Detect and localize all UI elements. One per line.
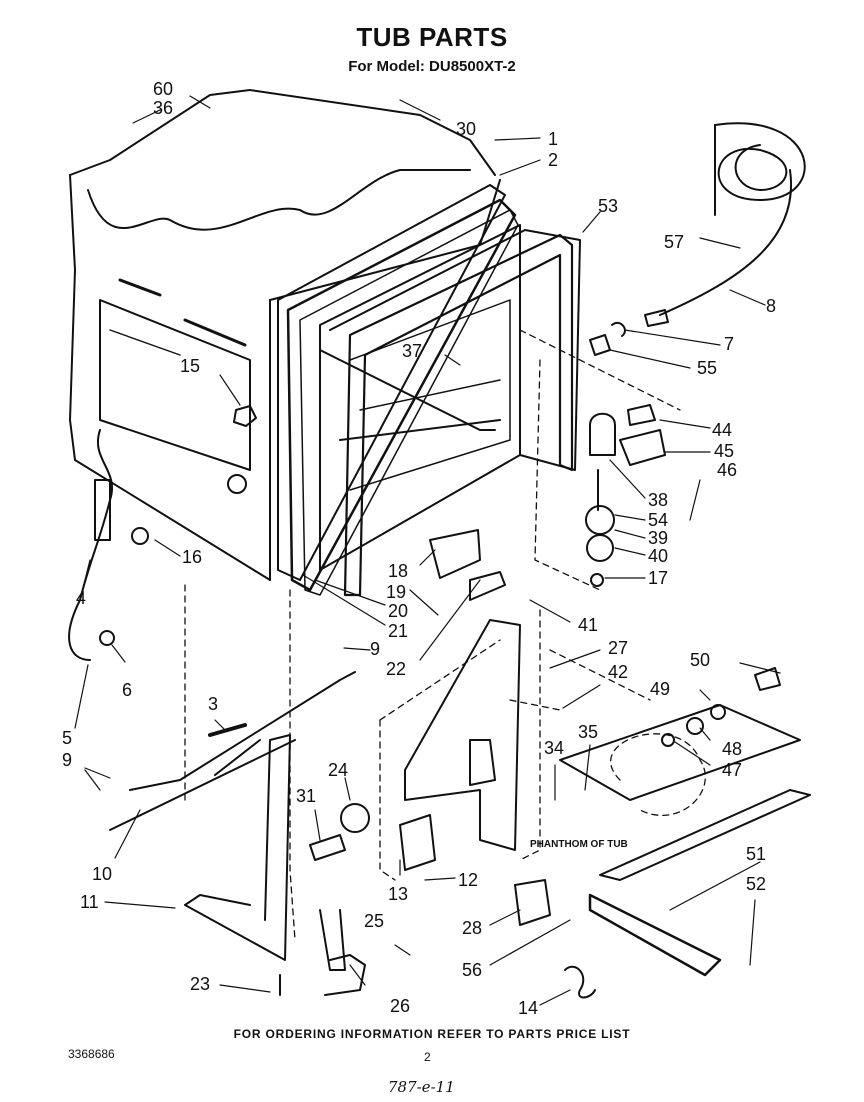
callout-5: 5: [62, 728, 72, 748]
callout-23: 23: [190, 974, 210, 994]
callout-4: 4: [76, 588, 86, 608]
tub-body: [69, 89, 501, 581]
callout-55: 55: [697, 358, 717, 378]
callout-10: 10: [92, 864, 112, 884]
callout-19: 19: [386, 582, 406, 602]
page-number: 2: [424, 1050, 431, 1064]
fill-hose: [644, 122, 806, 327]
callout-11: 11: [80, 892, 99, 912]
callout-13: 13: [388, 884, 408, 904]
diagram-subtitle: For Model: DU8500XT-2: [348, 58, 516, 75]
document-number: 3368686: [68, 1047, 115, 1061]
callout-34: 34: [544, 738, 564, 758]
rack-wires: [349, 299, 511, 491]
leader-lines: [74, 95, 781, 1006]
ordering-info-footer: FOR ORDERING INFORMATION REFER TO PARTS …: [233, 1027, 631, 1041]
callout-56: 56: [462, 960, 482, 980]
callout-21: 21: [388, 621, 408, 641]
callout-53: 53: [598, 196, 618, 216]
callout-31: 31: [296, 786, 316, 806]
callout-40: 40: [648, 546, 668, 566]
callout-12: 12: [458, 870, 478, 890]
callout-41: 41: [578, 615, 598, 635]
callout-50: 50: [690, 650, 710, 670]
callout-16: 16: [182, 547, 202, 567]
callout-3: 3: [208, 694, 218, 714]
callout-35: 35: [578, 722, 598, 742]
drain-hose: [68, 405, 257, 661]
callout-6: 6: [122, 680, 132, 700]
callout-51: 51: [746, 844, 766, 864]
callout-45: 45: [714, 441, 734, 461]
callout-2: 2: [548, 150, 558, 170]
callout-30: 30: [456, 119, 476, 139]
callout-27: 27: [608, 638, 628, 658]
handwritten-note: 787-e-11: [388, 1078, 455, 1096]
callout-17: 17: [648, 568, 668, 588]
callout-8: 8: [766, 296, 776, 316]
callout-18: 18: [388, 561, 408, 581]
callout-15: 15: [180, 356, 200, 376]
callout-7: 7: [724, 334, 734, 354]
callout-47: 47: [722, 760, 742, 780]
callout-numbers: 60 36 30 1 2 53 57 8 7 55 37 15 44 45 46…: [62, 79, 776, 1018]
callout-25: 25: [364, 911, 384, 931]
callout-1: 1: [548, 129, 558, 149]
lower-hardware: [109, 671, 366, 996]
callout-52: 52: [746, 874, 766, 894]
callout-9-lower: 9: [62, 750, 72, 770]
callout-42: 42: [608, 662, 628, 682]
callout-57: 57: [664, 232, 684, 252]
door-gasket: [277, 184, 581, 597]
callout-36: 36: [153, 98, 173, 118]
callout-49: 49: [650, 679, 670, 699]
callout-39: 39: [648, 528, 668, 548]
callout-22: 22: [386, 659, 406, 679]
door-plate: [309, 529, 811, 999]
diagram-title: TUB PARTS: [356, 22, 508, 52]
callout-60: 60: [153, 79, 173, 99]
callout-48: 48: [722, 739, 742, 759]
callout-38: 38: [648, 490, 668, 510]
callout-9-upper: 9: [370, 639, 380, 659]
callout-37: 37: [402, 341, 422, 361]
callout-24: 24: [328, 760, 348, 780]
callout-14: 14: [518, 998, 538, 1018]
callout-54: 54: [648, 510, 668, 530]
callout-26: 26: [390, 996, 410, 1016]
phantom-lines: [184, 329, 706, 941]
callout-44: 44: [712, 420, 732, 440]
callout-46: 46: [717, 460, 737, 480]
phantom-of-tub-label: PHANTHOM OF TUB: [530, 839, 628, 850]
callout-28: 28: [462, 918, 482, 938]
callout-20: 20: [388, 601, 408, 621]
